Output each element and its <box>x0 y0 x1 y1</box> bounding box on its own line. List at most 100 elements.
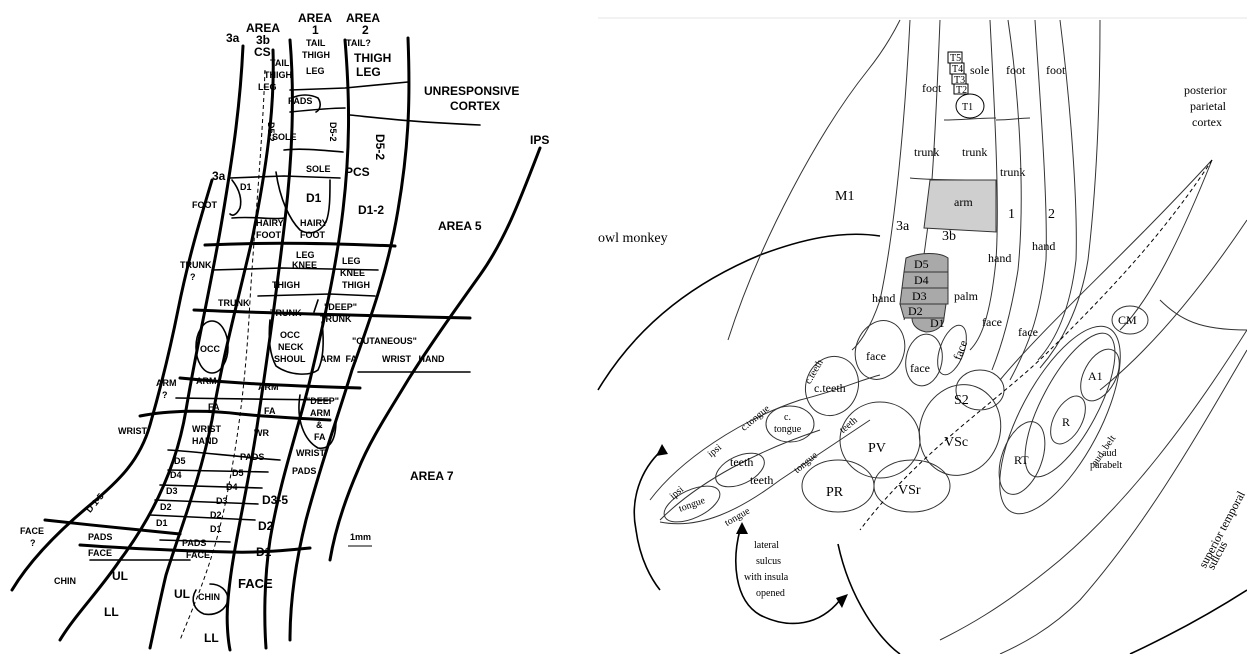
label-trunk-1: trunk <box>914 145 939 159</box>
label-wrist: WRIST <box>118 426 147 436</box>
label-teeth-2: teeth <box>730 455 753 469</box>
label-face-1: face <box>866 349 886 363</box>
label-d1-a: D1 <box>240 182 252 192</box>
label-thigh-b: THIGH <box>342 280 370 290</box>
label-pads-5: PADS <box>182 538 206 548</box>
label-posterior-1: posterior <box>1184 83 1227 97</box>
label-trunk-q-1: TRUNK <box>180 260 212 270</box>
left-strip-line-2 <box>148 48 275 650</box>
label-ll-2: LL <box>204 631 219 645</box>
label-thigh-leg-1: THIGH <box>354 51 391 65</box>
label-hand-1: hand <box>872 291 895 305</box>
label-occ: OCC <box>200 344 221 354</box>
label-d3: D3 <box>912 289 927 303</box>
label-thigh-a: THIGH <box>272 280 300 290</box>
m1-boundary <box>727 19 901 341</box>
label-ll-1: LL <box>104 605 119 619</box>
label-pr: PR <box>826 485 844 500</box>
label-deep-arm-3: & <box>316 420 323 430</box>
label-leg-knee-1a: LEG <box>296 250 315 260</box>
label-cutaneous: "CUTANEOUS" <box>352 336 417 346</box>
digit-stack <box>899 253 949 333</box>
label-wrist-hand: WRIST HAND <box>382 354 445 364</box>
label-foot-2: foot <box>1006 63 1026 77</box>
label-arm-2: ARM <box>258 382 279 392</box>
left-strip-line-1 <box>58 44 245 642</box>
label-pads-3: PADS <box>292 466 316 476</box>
label-ul-1: UL <box>112 569 128 583</box>
label-lateral-3: with insula <box>744 572 789 583</box>
label-d3-b: D3 <box>216 496 228 506</box>
label-sole-1: SOLE <box>272 132 297 142</box>
label-c-tongue-2a: c. <box>784 412 791 423</box>
label-fa-1: FA <box>208 402 220 412</box>
label-d3-5: D3-5 <box>262 493 288 507</box>
label-d5: D5 <box>914 257 929 271</box>
label-d1-2: D1-2 <box>358 203 384 217</box>
label-trunk-1: TRUNK <box>218 298 250 308</box>
label-d5-a: D5 <box>174 456 186 466</box>
label-arm-1: ARM <box>196 376 217 386</box>
label-d1-b: D1 <box>306 191 322 205</box>
left-row-divider-3 <box>178 376 362 390</box>
label-rt: RT <box>1014 453 1029 467</box>
label-leg-knee-1b: KNEE <box>292 260 317 270</box>
label-t4: T4 <box>952 64 963 75</box>
label-teeth-3: teeth <box>750 473 773 487</box>
label-posterior-2: parietal <box>1190 99 1227 113</box>
label-area-2-top: AREA <box>346 11 380 25</box>
label-t5: T5 <box>950 53 961 64</box>
label-hairy-2b: FOOT <box>300 230 325 240</box>
left-panel-map: 3a AREA 3b CS AREA 1 AREA 2 UNRESPONSIVE… <box>10 11 549 652</box>
label-thigh-a1: THIGH <box>302 50 330 60</box>
label-3b: 3b <box>942 229 956 244</box>
label-arm-q-2: ? <box>162 390 168 400</box>
left-occ-region <box>195 320 229 374</box>
label-hairy-2a: HAIRY <box>300 218 328 228</box>
label-r: R <box>1062 415 1070 429</box>
label-area-7: AREA 7 <box>410 469 454 483</box>
label-d1-d: D1 <box>210 524 222 534</box>
left-row-divider-1 <box>203 241 397 248</box>
label-hairy-1b: FOOT <box>256 230 281 240</box>
label-a1: A1 <box>1088 369 1103 383</box>
label-pads-top: PADS <box>288 96 312 106</box>
label-vsc: VSc <box>944 435 968 450</box>
label-face-2: face <box>910 361 930 375</box>
label-owl-monkey: owl monkey <box>598 231 668 246</box>
label-unresponsive-2: CORTEX <box>450 99 500 113</box>
label-3a-top: 3a <box>226 31 240 45</box>
label-d2-c: D2 <box>258 519 274 533</box>
label-palm: palm <box>954 289 979 303</box>
lateral-arrow-right <box>735 529 841 625</box>
label-foot: FOOT <box>192 200 217 210</box>
arm-region <box>923 179 997 233</box>
label-tail-a1: TAIL <box>306 38 326 48</box>
label-unresponsive-1: UNRESPONSIVE <box>424 84 519 98</box>
label-face-5: face <box>1018 325 1038 339</box>
label-arm-q-1: ARM <box>156 378 177 388</box>
label-hand-3: hand <box>1032 239 1055 253</box>
label-trunk-2: trunk <box>962 145 987 159</box>
label-area-5: AREA 5 <box>438 219 482 233</box>
label-tongue-2: tongue <box>677 495 707 515</box>
label-leg: LEG <box>258 82 277 92</box>
label-deep-arm-1: "DEEP" <box>306 396 339 406</box>
label-m1: M1 <box>835 189 854 204</box>
label-area-3b-top: AREA <box>246 21 280 35</box>
label-ipsi-1: ipsi <box>706 442 724 460</box>
label-sole: sole <box>970 63 989 77</box>
label-face-3: FACE <box>238 576 273 591</box>
label-c-tongue-2b: tongue <box>774 424 802 435</box>
label-d2: D2 <box>908 304 923 318</box>
left-row-divider-5 <box>43 518 182 536</box>
label-chin-2: CHIN <box>198 592 220 602</box>
label-d1: D1 <box>930 316 945 330</box>
label-tail-q: TAIL? <box>346 38 371 48</box>
brain-outline <box>597 233 881 391</box>
label-aud-parabelt-2: parabelt <box>1090 460 1122 471</box>
label-lateral-1: lateral <box>754 540 779 551</box>
label-thigh-leg-2: LEG <box>356 65 381 79</box>
label-occ-neck-3: SHOUL <box>274 354 306 364</box>
label-ul-2: UL <box>174 587 190 601</box>
